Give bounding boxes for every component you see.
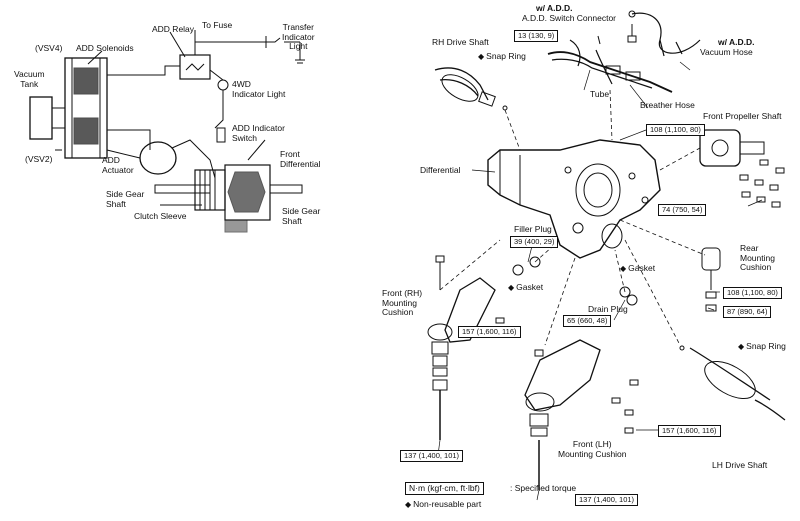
label-snap-ring-1-text: Snap Ring bbox=[486, 51, 526, 61]
label-front-differential: Front Differential bbox=[280, 149, 321, 169]
label-gasket-1: ◆Gasket bbox=[508, 282, 544, 293]
torque-box-39: 39 (400, 29) bbox=[510, 236, 559, 248]
label-vsv2: (VSV2) bbox=[25, 154, 53, 164]
legend-non-reusable-text: Non-reusable part bbox=[413, 499, 482, 509]
label-transfer-indicator-light: Transfer Indicator Light bbox=[282, 22, 315, 51]
torque-box-13: 13 (130, 9) bbox=[514, 30, 559, 42]
torque-box-87: 87 (890, 64) bbox=[723, 306, 772, 318]
label-side-gear-shaft-left: Side Gear Shaft bbox=[106, 189, 145, 209]
torque-box-157-lh: 157 (1,600, 116) bbox=[658, 425, 721, 437]
label-vacuum-hose: Vacuum Hose bbox=[700, 47, 753, 57]
non-reusable-diamond-icon: ◆ bbox=[620, 264, 627, 273]
non-reusable-diamond-icon: ◆ bbox=[405, 500, 412, 509]
non-reusable-diamond-icon: ◆ bbox=[478, 52, 485, 61]
legend-non-reusable: ◆Non-reusable part bbox=[405, 499, 482, 510]
label-gasket-2-text: Gasket bbox=[628, 263, 656, 273]
label-vacuum-tank: Vacuum Tank bbox=[14, 69, 45, 89]
label-snap-ring-1: ◆Snap Ring bbox=[478, 51, 526, 62]
label-to-fuse: To Fuse bbox=[202, 20, 233, 30]
label-front-lh-mounting-cushion: Front (LH) Mounting Cushion bbox=[558, 439, 627, 459]
torque-box-108-top: 108 (1,100, 80) bbox=[646, 124, 705, 136]
non-reusable-diamond-icon: ◆ bbox=[508, 283, 515, 292]
label-snap-ring-2-text: Snap Ring bbox=[746, 341, 786, 351]
label-clutch-sleeve: Clutch Sleeve bbox=[134, 211, 187, 221]
non-reusable-diamond-icon: ◆ bbox=[738, 342, 745, 351]
torque-box-108-right: 108 (1,100, 80) bbox=[723, 287, 782, 299]
label-gasket-2: ◆Gasket bbox=[620, 263, 656, 274]
label-side-gear-shaft-right: Side Gear Shaft bbox=[282, 206, 321, 226]
label-vsv4: (VSV4) bbox=[35, 43, 63, 53]
label-w-add-1: w/ A.D.D. bbox=[536, 3, 573, 13]
exploded-drawing bbox=[427, 10, 786, 501]
torque-box-137-lh: 137 (1,400, 101) bbox=[575, 494, 639, 506]
label-front-rh-mounting-cushion: Front (RH) Mounting Cushion bbox=[382, 288, 423, 317]
label-tube: Tube bbox=[590, 89, 610, 99]
torque-box-137-rh: 137 (1,400, 101) bbox=[400, 450, 464, 462]
label-drain-plug: Drain Plug bbox=[588, 304, 628, 314]
label-rh-drive-shaft: RH Drive Shaft bbox=[432, 37, 489, 47]
label-add-indicator-switch: ADD Indicator Switch bbox=[232, 123, 285, 143]
label-add-switch-connector: A.D.D. Switch Connector bbox=[522, 13, 617, 23]
torque-box-65: 65 (660, 48) bbox=[563, 315, 612, 327]
legend-unit-box: N·m (kgf·cm, ft·lbf) bbox=[405, 482, 484, 495]
label-breather-hose: Breather Hose bbox=[640, 100, 695, 110]
label-gasket-1-text: Gasket bbox=[516, 282, 544, 292]
torque-box-74: 74 (750, 54) bbox=[658, 204, 707, 216]
label-add-actuator: ADD Actuator bbox=[102, 155, 134, 175]
label-add-solenoids: ADD Solenoids bbox=[76, 43, 134, 53]
label-w-add-2: w/ A.D.D. bbox=[718, 37, 755, 47]
label-filler-plug: Filler Plug bbox=[514, 224, 552, 234]
label-snap-ring-2: ◆Snap Ring bbox=[738, 341, 786, 352]
schematic-drawing bbox=[29, 30, 305, 233]
label-differential: Differential bbox=[420, 165, 461, 175]
label-4wd-indicator-light: 4WD Indicator Light bbox=[232, 79, 286, 99]
torque-box-157-rh: 157 (1,600, 116) bbox=[458, 326, 521, 338]
label-add-relay: ADD Relay bbox=[152, 24, 195, 34]
label-front-propeller-shaft: Front Propeller Shaft bbox=[703, 111, 782, 121]
label-lh-drive-shaft: LH Drive Shaft bbox=[712, 460, 768, 470]
legend-specified-torque: : Specified torque bbox=[510, 483, 577, 493]
label-rear-mounting-cushion: Rear Mounting Cushion bbox=[740, 243, 775, 272]
